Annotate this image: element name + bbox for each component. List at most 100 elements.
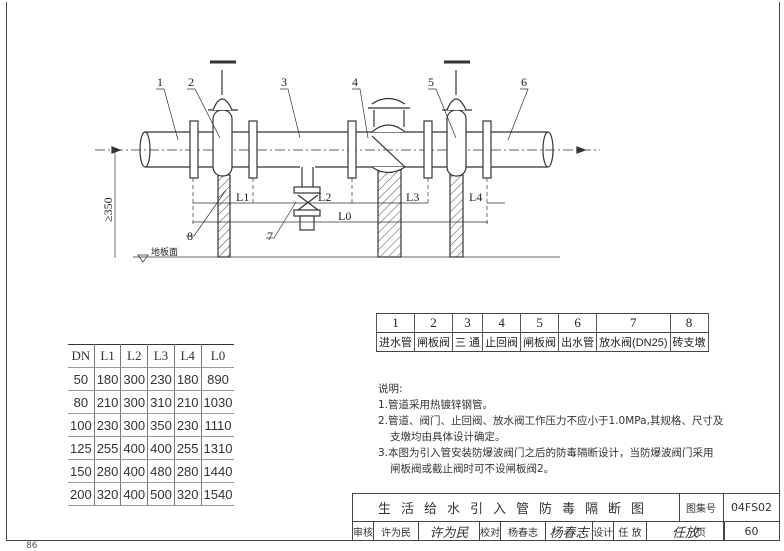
- table-cell: 100: [68, 413, 95, 437]
- table-cell: 400: [147, 436, 175, 460]
- dim-height: ≥350: [101, 197, 115, 222]
- table-cell: 320: [93, 482, 122, 506]
- table-cell: 210: [93, 390, 122, 414]
- atlas-label: 图集号: [679, 494, 724, 522]
- table-cell: 480: [147, 459, 175, 483]
- part-name: 闸板阀: [414, 332, 453, 352]
- table-cell: 230: [93, 413, 122, 437]
- callout-6: 6: [521, 75, 527, 89]
- designer-name: 任 放: [614, 522, 647, 541]
- table-cell: 310: [147, 390, 175, 414]
- header-cell: L4: [173, 344, 202, 368]
- table-cell: 1030: [200, 390, 235, 414]
- sheet-page-number: 86: [26, 541, 38, 551]
- callout-4: 4: [352, 75, 358, 89]
- table-cell: 125: [68, 436, 95, 460]
- table-cell: 280: [173, 459, 202, 483]
- notes: 说明: 1.管道采用热镀锌钢管。 2.管道、阀门、止回阀、放水阀工作压力不应小于…: [378, 381, 723, 477]
- table-cell: 210: [173, 390, 202, 414]
- table-cell: 400: [120, 482, 149, 506]
- table-cell: 280: [93, 459, 122, 483]
- checker-name: 杨春志: [501, 522, 546, 541]
- check-label: 校对: [480, 522, 501, 541]
- part-name: 闸板阀: [520, 332, 560, 352]
- part-no: 6: [558, 313, 598, 333]
- part-name: 砖支墩: [669, 332, 709, 352]
- dim-l4: L4: [469, 190, 482, 204]
- table-header-row: DN L1 L2 L3 L4 L0: [68, 344, 235, 368]
- callout-5: 5: [428, 75, 434, 89]
- table-cell: 180: [93, 367, 122, 391]
- table-cell: 300: [120, 390, 149, 414]
- table-cell: 400: [120, 459, 149, 483]
- review-label: 审核: [353, 522, 374, 541]
- brick-support: [449, 174, 464, 258]
- table-cell: 200: [68, 482, 95, 506]
- note-item: 3.本图为引入管安装防爆波阀门之后的防毒隔断设计，当防爆波阀门采用: [378, 447, 714, 459]
- table-cell: 1110: [200, 413, 235, 437]
- table-cell: 400: [120, 436, 149, 460]
- part-no: 5: [520, 313, 560, 333]
- reviewer-signature: 许为民: [419, 522, 480, 541]
- gate-valve-5: [442, 60, 472, 177]
- gate-valve-2: [208, 60, 238, 177]
- dim-l2: L2: [318, 190, 331, 204]
- callout-1: 1: [157, 75, 163, 89]
- notes-heading: 说明:: [378, 383, 403, 395]
- brick-support: [377, 169, 402, 258]
- note-item: 2.管道、阀门、止回阀、放水阀工作压力不应小于1.0MPa,其规格、尺寸及: [378, 415, 724, 427]
- dim-l3: L3: [406, 190, 419, 204]
- dim-l0: L0: [338, 209, 351, 223]
- part-no: 7: [596, 313, 671, 333]
- table-cell: 180: [173, 367, 202, 391]
- callout-7: 7: [267, 229, 273, 243]
- table-cell: 1440: [200, 459, 235, 483]
- header-cell: L2: [120, 344, 149, 368]
- part-name: 出水管: [558, 332, 598, 352]
- drawing-frame: [6, 2, 780, 541]
- atlas-number: 04FS02: [724, 494, 779, 522]
- table-cell: 230: [173, 413, 202, 437]
- header-cell: L0: [200, 344, 235, 368]
- part-no: 1: [376, 313, 415, 333]
- table-cell: 80: [68, 390, 95, 414]
- title-block: 生活给水引入管防毒隔断图 图集号 04FS02 审核 许为民 许为民 校对 杨春…: [352, 493, 779, 541]
- note-item: 支墩均由具体设计确定。: [390, 431, 506, 443]
- note-item: 闸板阀或截止阀时可不设闸板阀2。: [390, 463, 555, 475]
- page-label: 页: [679, 522, 724, 541]
- part-no: 8: [669, 313, 709, 333]
- page-number: 60: [744, 525, 759, 538]
- check-valve-4: [368, 97, 410, 174]
- part-name: 放水阀(DN25): [596, 332, 671, 352]
- table-cell: 1540: [200, 482, 235, 506]
- part-name: 进水管: [376, 332, 415, 352]
- part-name: 止回阀: [482, 332, 522, 352]
- note-item: 1.管道采用热镀锌钢管。: [378, 399, 494, 411]
- drain-valve-7: [293, 167, 321, 231]
- brick-support: [217, 174, 231, 258]
- table-cell: 50: [68, 367, 95, 391]
- table-cell: 320: [173, 482, 202, 506]
- dim-l1: L1: [236, 190, 249, 204]
- table-cell: 150: [68, 459, 95, 483]
- table-cell: 890: [200, 367, 235, 391]
- checker-signature: 杨春志: [546, 522, 593, 541]
- part-no: 4: [482, 313, 522, 333]
- design-label: 设计: [593, 522, 614, 541]
- header-cell: DN: [68, 344, 95, 368]
- table-cell: 300: [120, 367, 149, 391]
- table-cell: 255: [93, 436, 122, 460]
- table-cell: 230: [147, 367, 175, 391]
- table-cell: 255: [173, 436, 202, 460]
- part-no: 2: [414, 313, 453, 333]
- parts-table: 1 2 3 4 5 6 7 8 进水管 闸板阀 三 通 止回阀 闸板阀 出水管 …: [376, 313, 709, 352]
- header-cell: L3: [147, 344, 175, 368]
